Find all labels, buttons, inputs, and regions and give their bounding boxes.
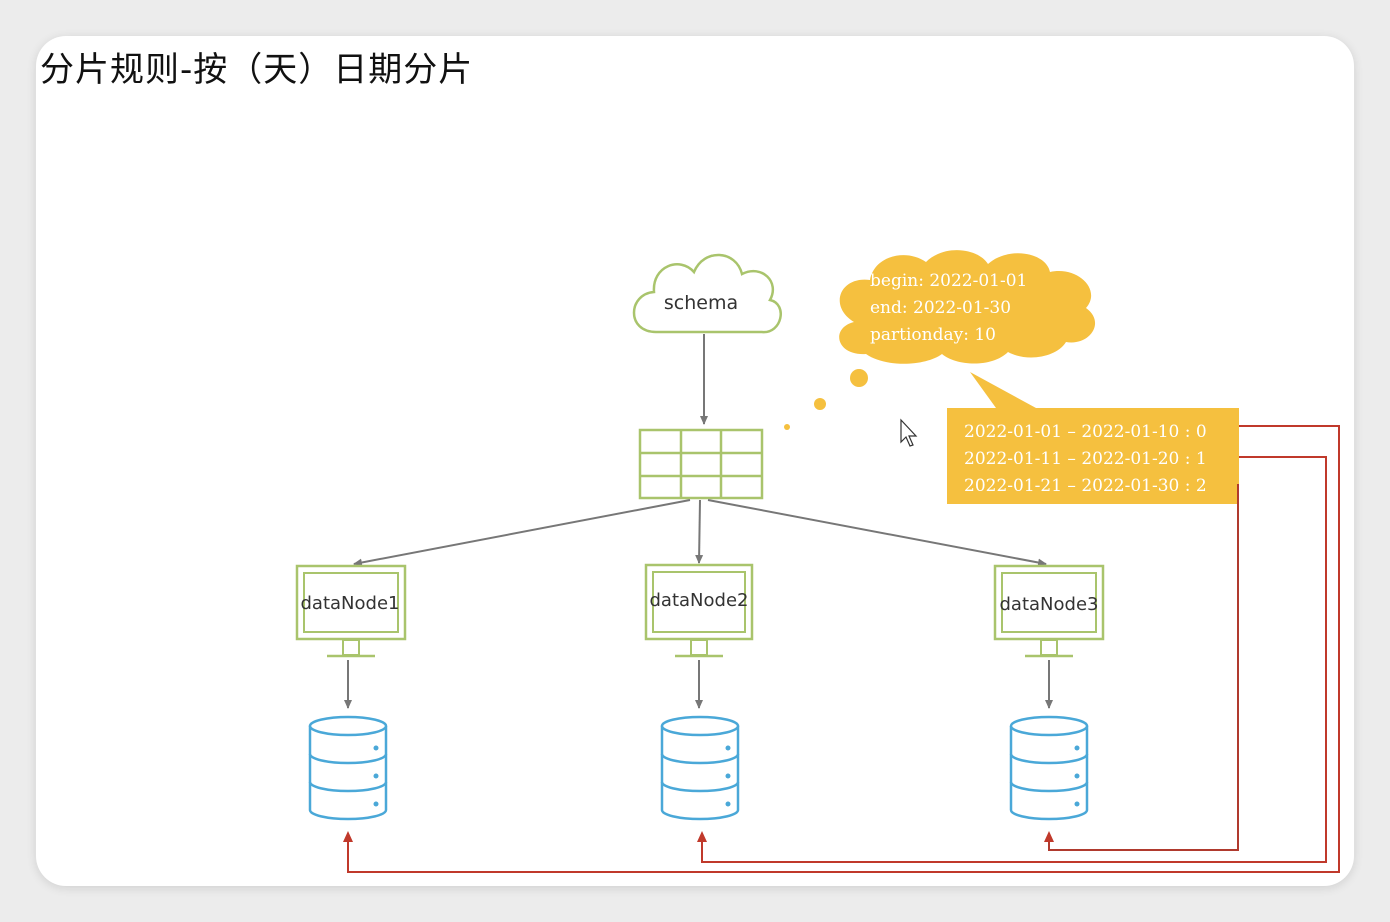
config-cloud-icon: begin: 2022-01-01 end: 2022-01-30 partio… [839,250,1096,364]
datanode2-monitor-icon: dataNode2 [644,563,754,658]
route-0-to-db1 [343,425,1340,873]
mouse-cursor-icon [900,418,918,447]
page-title: 分片规则-按（天）日期分片 [40,50,474,90]
route-1-to-db2 [697,456,1327,863]
datanode2-label: dataNode2 [650,590,749,611]
mapping-callout-pointer [970,372,1036,408]
table-to-node2-arrow [695,499,704,564]
table-grid-icon [638,428,764,500]
datanode1-monitor-icon: dataNode1 [295,564,407,658]
table-to-node3-arrow [707,499,1047,567]
config-begin: begin: 2022-01-01 [870,271,1027,291]
thought-dot-medium [814,398,826,410]
mapping-line-2: 2022-01-21 – 2022-01-30 : 2 [964,476,1207,496]
config-end: end: 2022-01-30 [870,298,1011,318]
mapping-box: 2022-01-01 – 2022-01-10 : 0 2022-01-11 –… [947,408,1239,504]
schema-label: schema [664,292,738,314]
thought-dot-large [850,369,868,387]
datanode3-monitor-icon: dataNode3 [993,564,1105,658]
mapping-line-1: 2022-01-11 – 2022-01-20 : 1 [964,449,1207,469]
thought-dot-small [784,424,790,430]
table-to-node1-arrow [353,499,691,567]
db2-database-icon [660,715,740,821]
db1-database-icon [308,715,388,821]
slide-canvas: 分片规则-按（天）日期分片 schema [36,36,1354,886]
route-2-to-db3 [1044,484,1239,851]
datanode3-label: dataNode3 [1000,594,1099,615]
mapping-line-0: 2022-01-01 – 2022-01-10 : 0 [964,422,1207,442]
config-partionday: partionday: 10 [870,325,996,345]
sharding-diagram: schema begin: 2022-01-01 end: 2022-01-30… [295,250,1340,873]
datanode1-label: dataNode1 [301,593,400,614]
db3-database-icon [1009,715,1089,821]
schema-cloud-icon: schema [632,253,782,334]
